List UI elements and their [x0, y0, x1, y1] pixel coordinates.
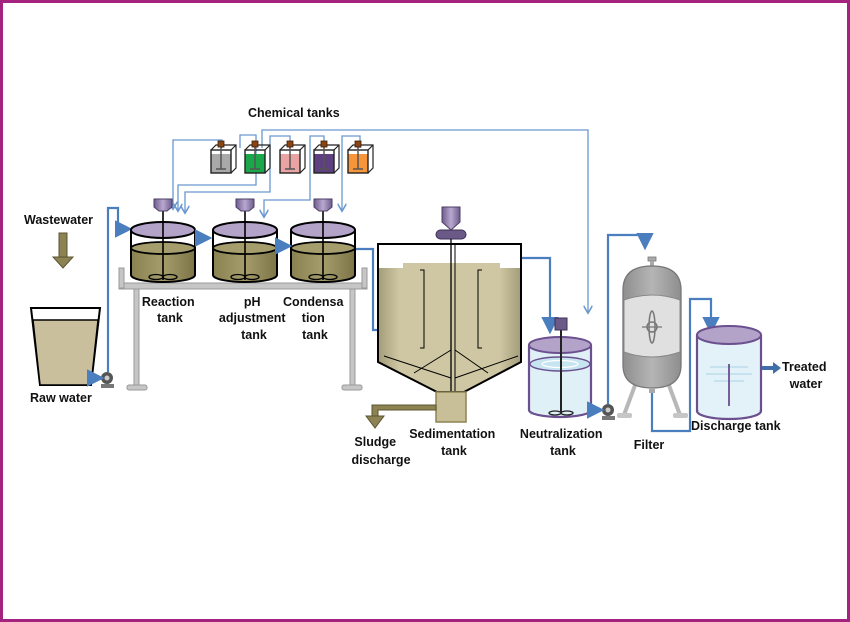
neutralization-tank-label: Neutralization tank — [520, 427, 606, 458]
reaction-tank[interactable] — [130, 198, 196, 283]
sludge-discharge-arrow-icon — [365, 404, 437, 429]
raw-water-pipe — [86, 206, 133, 387]
raw-water-pump-icon[interactable] — [101, 372, 114, 388]
sedimentation-tank-label: Sedimentation tank — [409, 427, 499, 458]
sludge-discharge-label: Sludge discharge — [351, 435, 410, 467]
mixing-tanks-group — [130, 198, 356, 283]
condensation-tank-motor-icon — [313, 198, 333, 212]
discharge-tank-label: Discharge tank — [691, 419, 781, 433]
wastewater-label: Wastewater — [24, 213, 93, 227]
chemical-tank-purple[interactable] — [313, 140, 340, 174]
chemical-feed-lines — [173, 129, 588, 312]
chemical-tanks-label: Chemical tanks — [248, 106, 340, 120]
chemical-tank-pink[interactable] — [279, 140, 306, 174]
sed-to-neutral-pipe — [522, 256, 559, 335]
chemical-tank-green[interactable] — [244, 140, 271, 174]
chemical-tank-grey[interactable] — [210, 140, 237, 174]
reaction-tank-motor-icon — [153, 198, 173, 212]
condensation-tank-label: Condensa tion tank — [283, 295, 347, 342]
chemical-tank-orange[interactable] — [347, 140, 374, 174]
condensation-tank[interactable] — [290, 198, 356, 283]
raw-water-label: Raw water — [30, 391, 92, 405]
raw-water-tank[interactable] — [29, 307, 102, 386]
neutralization-pump-icon[interactable] — [602, 404, 615, 420]
sedimentation-tank[interactable] — [377, 206, 522, 423]
discharge-tank[interactable] — [695, 325, 763, 421]
tank-support-stand — [118, 267, 368, 391]
treated-water-arrow-icon — [762, 362, 781, 374]
filter-to-discharge-pipe — [650, 297, 720, 433]
neutral-to-filter-pipe — [586, 232, 654, 419]
filter-label: Filter — [634, 438, 665, 452]
ph-adjustment-tank-motor-icon — [235, 198, 255, 212]
filter-vessel[interactable] — [617, 256, 688, 418]
reaction-tank-label: Reaction tank — [142, 295, 198, 325]
wastewater-arrow-icon — [51, 232, 75, 269]
ph-adjustment-tank[interactable] — [212, 198, 278, 283]
ph-adjustment-tank-label: pH adjustment tank — [219, 295, 289, 342]
treated-water-label: Treated water — [782, 360, 830, 391]
neutralization-tank[interactable] — [527, 317, 593, 419]
chemical-tanks-group — [210, 140, 374, 174]
